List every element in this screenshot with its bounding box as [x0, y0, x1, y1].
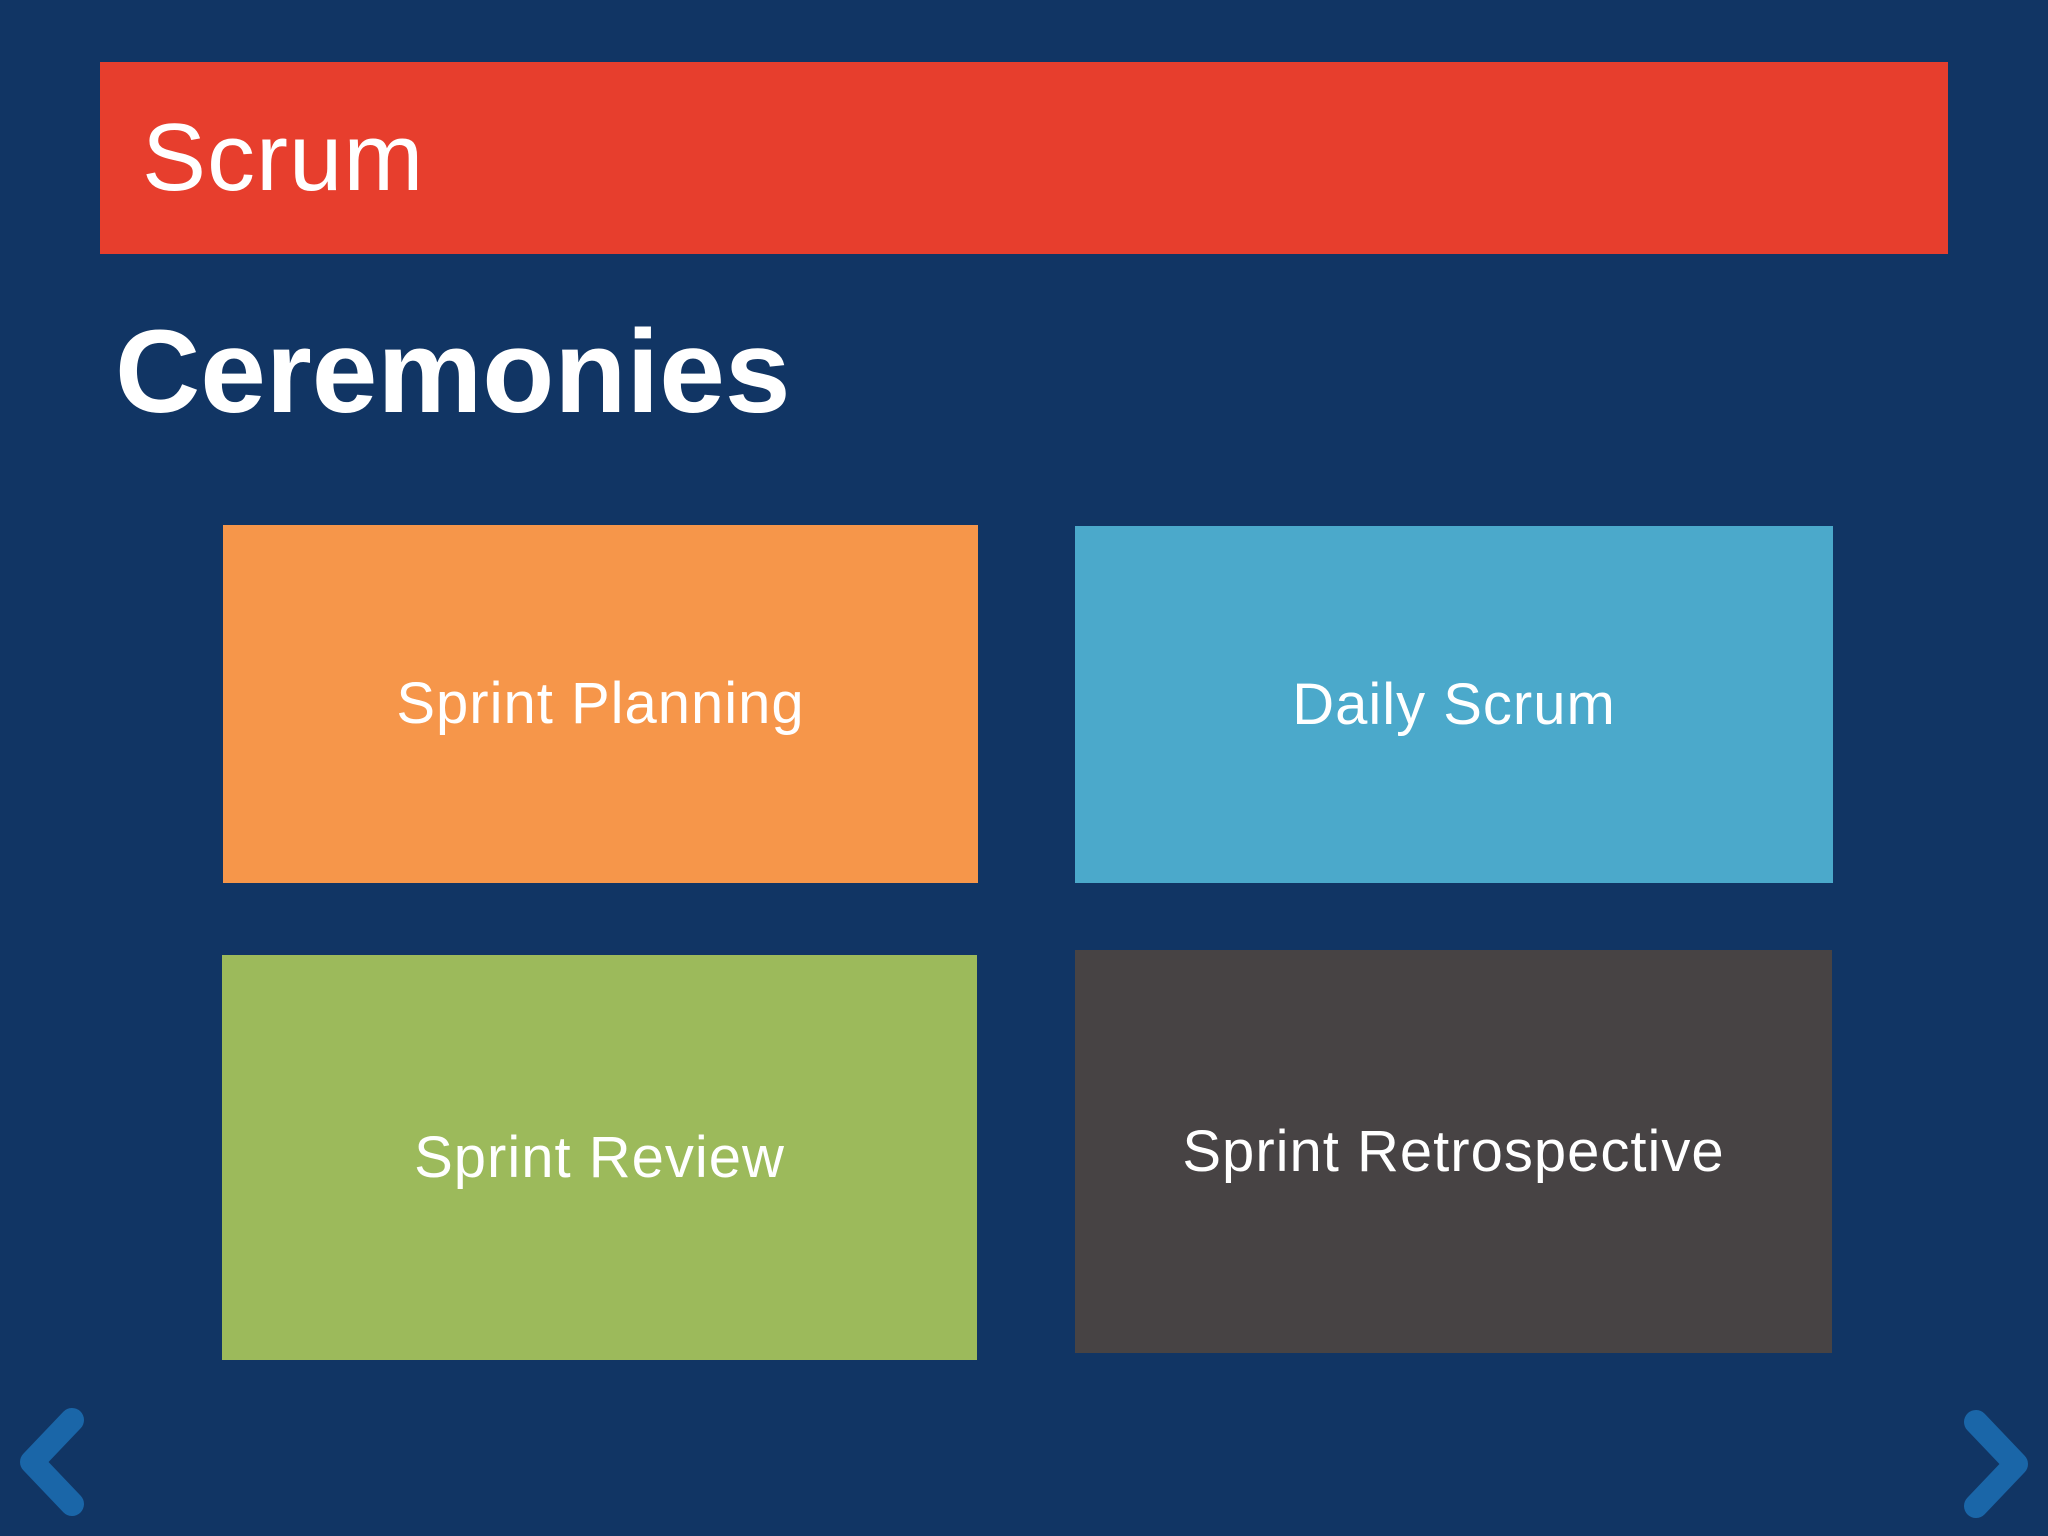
tile-label-sprint-retrospective: Sprint Retrospective	[1182, 1118, 1725, 1184]
chevron-left-icon	[10, 1406, 90, 1518]
title-banner: Scrum	[100, 62, 1948, 254]
tile-daily-scrum: Daily Scrum	[1075, 526, 1833, 883]
slide-title: Scrum	[142, 104, 425, 211]
tile-label-sprint-review: Sprint Review	[414, 1124, 785, 1190]
chevron-right-icon	[1958, 1408, 2038, 1520]
slide-heading: Ceremonies	[115, 306, 791, 438]
tile-label-sprint-planning: Sprint Planning	[396, 671, 805, 737]
next-slide-button[interactable]	[1958, 1408, 2038, 1520]
tile-label-daily-scrum: Daily Scrum	[1292, 671, 1616, 737]
tile-sprint-review: Sprint Review	[222, 955, 977, 1360]
tile-sprint-retrospective: Sprint Retrospective	[1075, 950, 1832, 1353]
previous-slide-button[interactable]	[10, 1406, 90, 1518]
tile-sprint-planning: Sprint Planning	[223, 525, 978, 883]
